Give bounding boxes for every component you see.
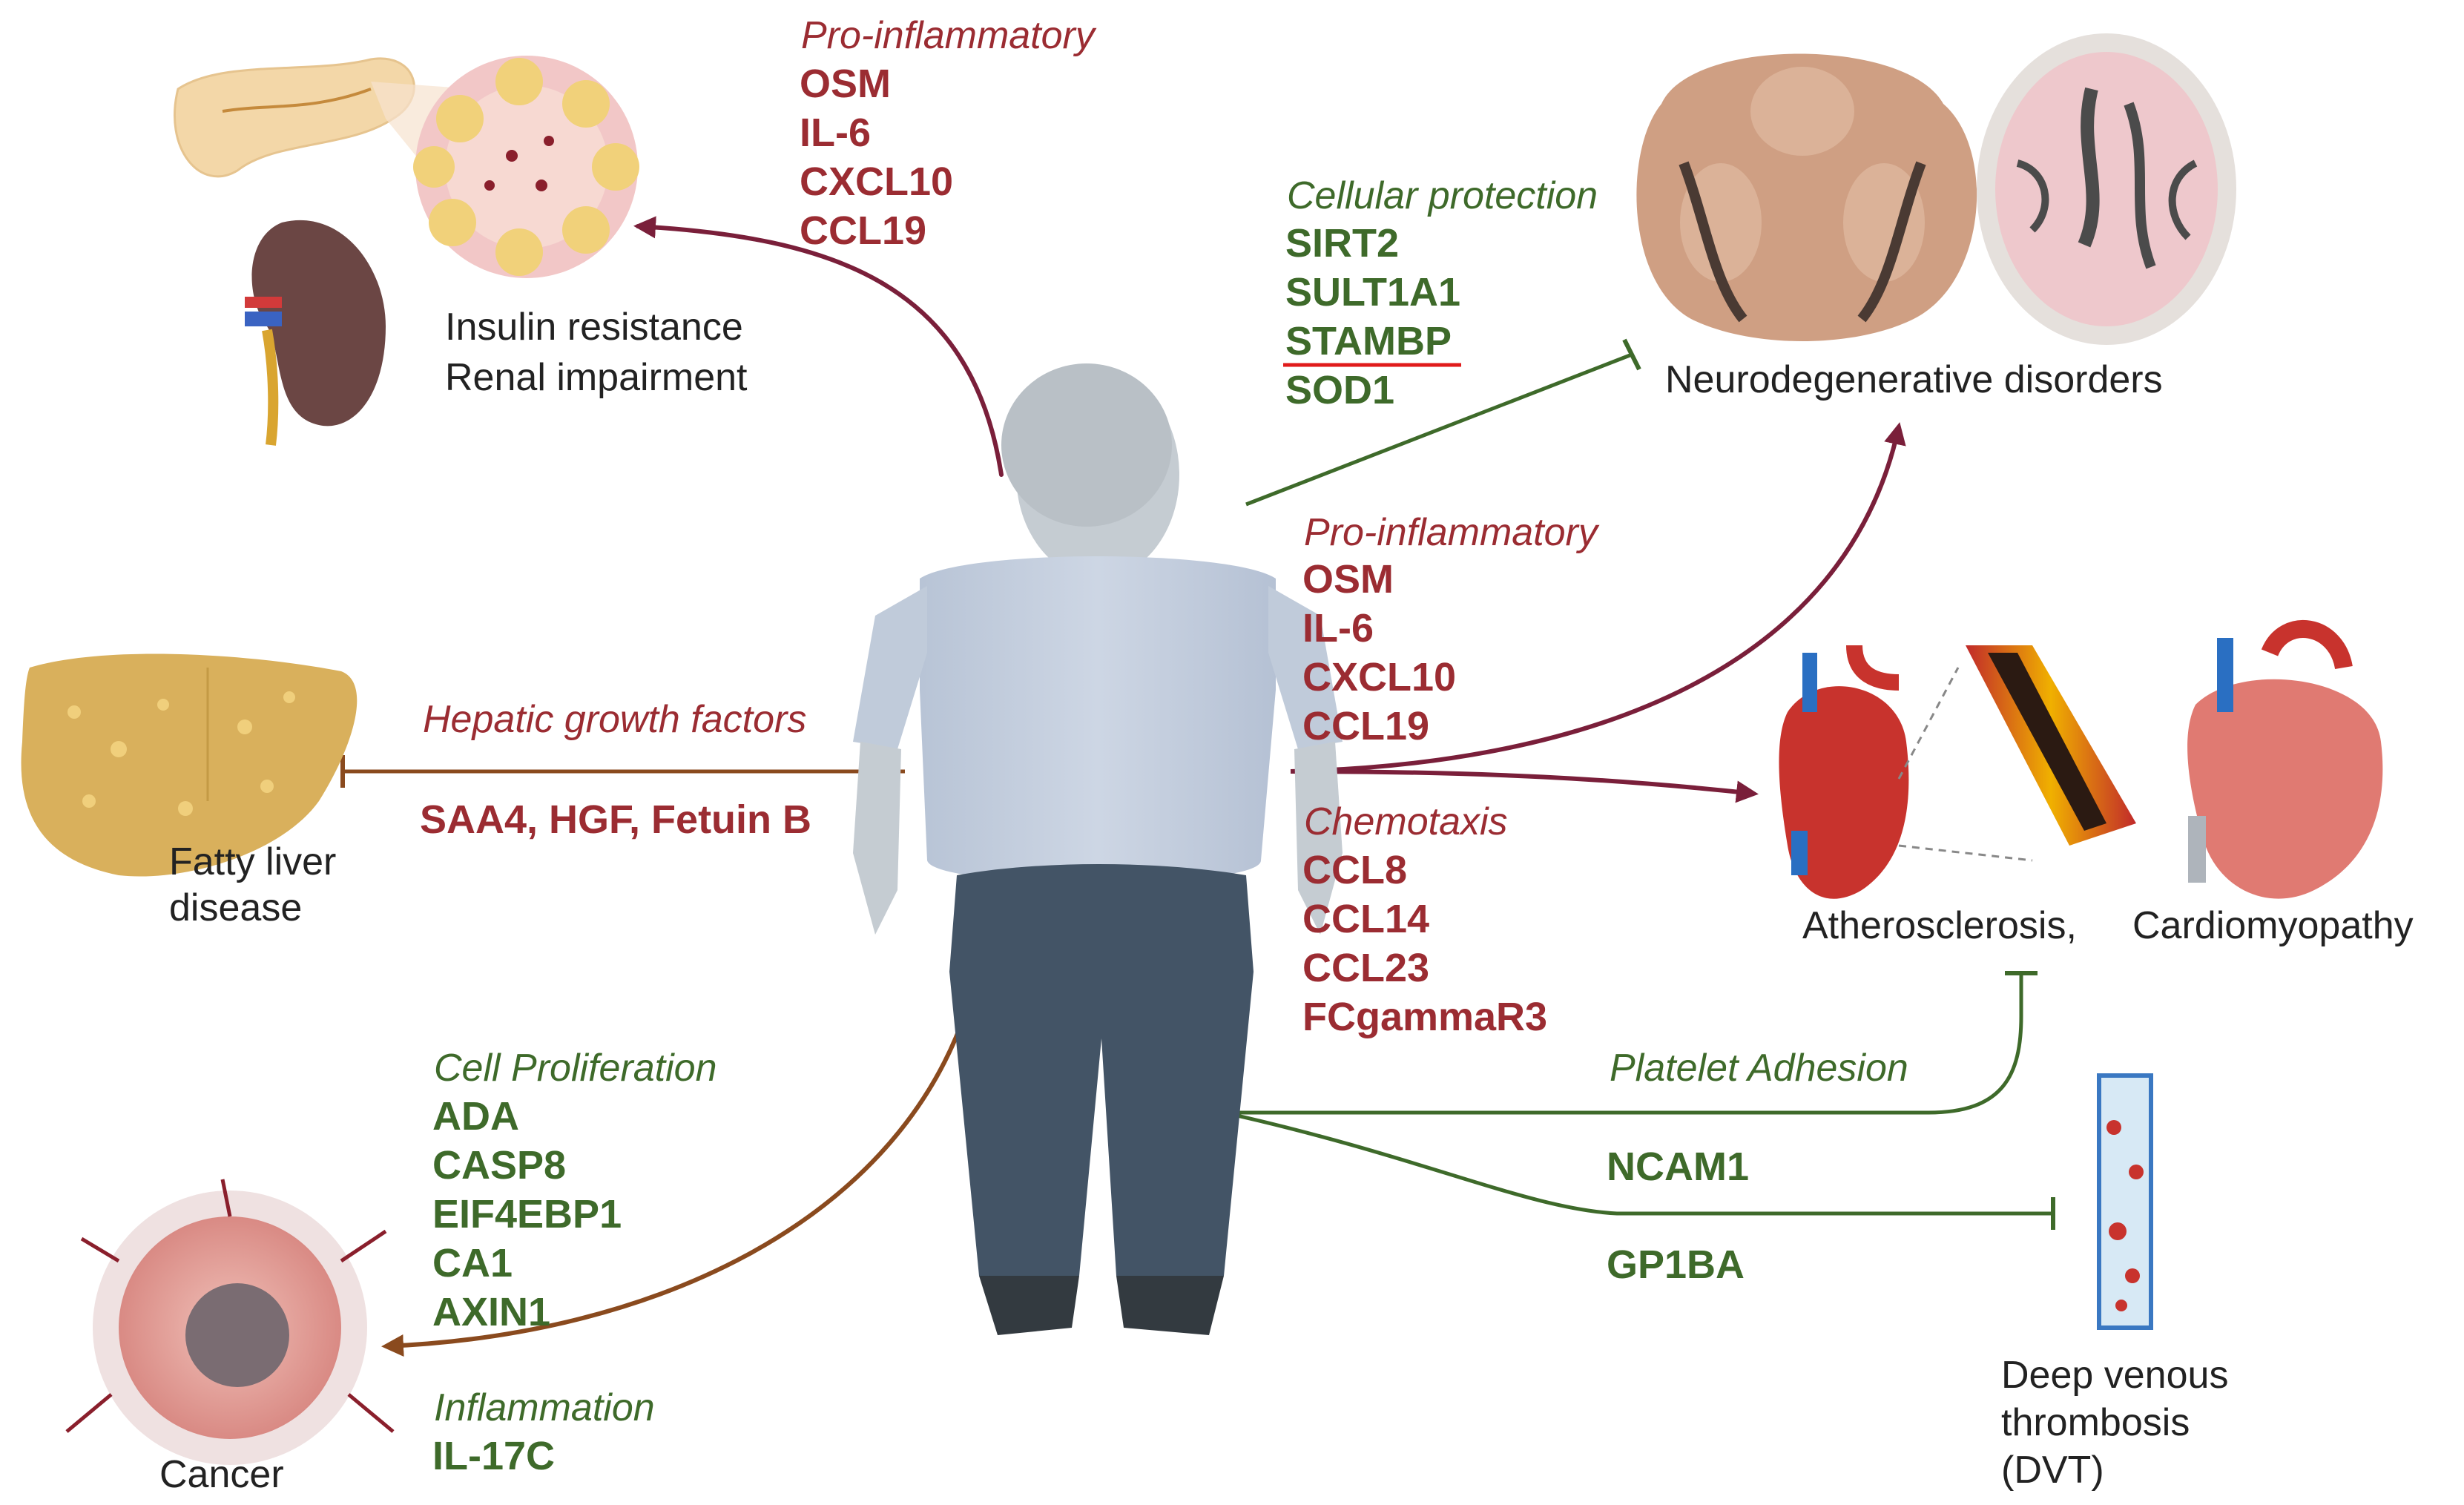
marker-il6: IL-6 <box>800 111 872 155</box>
top-left-marker-list: OSM IL-6 CXCL10 CCL19 <box>800 59 953 255</box>
outcome-neurodegenerative: Neurodegenerative disorders <box>1665 358 2163 401</box>
person-illustration <box>853 363 1343 1335</box>
neuro-marker-list: SIRT2 SULT1A1 STAMBP SOD1 <box>1285 219 1460 415</box>
outcome-fatty-liver-line1: Fatty liver <box>169 840 337 883</box>
outcome-dvt-line1: Deep venous <box>2001 1354 2229 1397</box>
outcome-insulin-resistance: Insulin resistance <box>445 306 743 349</box>
inhibit-to-neuro <box>1245 352 1633 507</box>
marker-sirt2: SIRT2 <box>1285 221 1400 266</box>
neuro-heading: Cellular protection <box>1287 174 1598 217</box>
arrow-to-insulin-renal <box>633 216 1004 477</box>
outcome-cardiomyopathy: Cardiomyopathy <box>2132 904 2414 947</box>
liver-illustration <box>21 653 358 877</box>
marker-fcgammar3: FCgammaR3 <box>1302 995 1548 1039</box>
marker-ca1: CA1 <box>432 1241 513 1285</box>
marker-ccl23: CCL23 <box>1302 946 1430 990</box>
heart-illustration <box>1779 645 1909 899</box>
arrow-to-cardio <box>1290 769 1759 803</box>
liver-heading: Hepatic growth factors <box>423 698 807 741</box>
inhibit-to-dvt <box>1223 1110 2053 1216</box>
liver-markers: SAA4, HGF, Fetuin B <box>420 797 812 842</box>
islet-illustration <box>413 56 639 278</box>
artery-plaque-illustration <box>1966 645 2136 846</box>
brain-illustration <box>1977 33 2236 345</box>
kidney-illustration <box>245 220 386 446</box>
platelet-heading: Platelet Adhesion <box>1610 1047 1908 1090</box>
arrow-to-cancer <box>381 1015 966 1357</box>
marker-sod1: SOD1 <box>1285 368 1395 412</box>
marker-ada: ADA <box>432 1094 519 1139</box>
arrow-to-neuro <box>1290 422 1906 774</box>
marker-ccl19-2: CCL19 <box>1302 704 1430 748</box>
cancer-marker-list: ADA CASP8 EIF4EBP1 CA1 AXIN1 <box>432 1092 622 1337</box>
outcome-dvt-line3: (DVT) <box>2001 1449 2104 1492</box>
outcome-atherosclerosis: Atherosclerosis, <box>1802 904 2077 947</box>
marker-sult1a1: SULT1A1 <box>1285 270 1461 314</box>
marker-osm-2: OSM <box>1302 557 1394 602</box>
center-right-heading: Pro-inflammatory <box>1304 511 1598 554</box>
marker-ccl8: CCL8 <box>1302 848 1408 892</box>
marker-cxcl10: CXCL10 <box>800 159 954 204</box>
pancreas-illustration <box>174 57 415 178</box>
marker-axin1: AXIN1 <box>432 1290 551 1334</box>
top-left-heading: Pro-inflammatory <box>801 14 1095 57</box>
center-right-marker-list: OSM IL-6 CXCL10 CCL19 <box>1302 555 1456 751</box>
inflammation-heading: Inflammation <box>434 1386 655 1429</box>
marker-gp1ba: GP1BA <box>1607 1242 1745 1287</box>
marker-il6-2: IL-6 <box>1302 606 1374 651</box>
outcome-renal-impairment: Renal impairment <box>445 356 748 399</box>
marker-osm: OSM <box>800 62 892 106</box>
cardiomyopathy-heart-illustration <box>2187 620 2383 899</box>
marker-ccl14: CCL14 <box>1302 897 1430 941</box>
chemotaxis-heading: Chemotaxis <box>1304 800 1508 843</box>
chemotaxis-marker-list: CCL8 CCL14 CCL23 FCgammaR3 <box>1302 846 1547 1041</box>
outcome-fatty-liver-line2: disease <box>169 886 303 929</box>
brainstem-illustration <box>1636 53 1977 341</box>
inhibit-bar-neuro <box>1622 338 1641 371</box>
inhibit-to-cardio <box>1224 973 2023 1115</box>
marker-ncam1: NCAM1 <box>1607 1145 1750 1189</box>
outcome-dvt-line2: thrombosis <box>2001 1401 2190 1444</box>
marker-cxcl10-2: CXCL10 <box>1302 655 1457 699</box>
marker-stambp: STAMBP <box>1285 319 1452 363</box>
marker-eif4ebp1: EIF4EBP1 <box>432 1192 622 1236</box>
tumor-illustration <box>65 1179 395 1465</box>
vein-illustration <box>2097 1073 2153 1330</box>
outcome-cancer: Cancer <box>159 1453 284 1496</box>
marker-ccl19: CCL19 <box>800 208 927 253</box>
marker-il17c: IL-17C <box>432 1434 556 1478</box>
marker-casp8: CASP8 <box>432 1143 567 1188</box>
cancer-heading: Cell Proliferation <box>434 1047 717 1090</box>
